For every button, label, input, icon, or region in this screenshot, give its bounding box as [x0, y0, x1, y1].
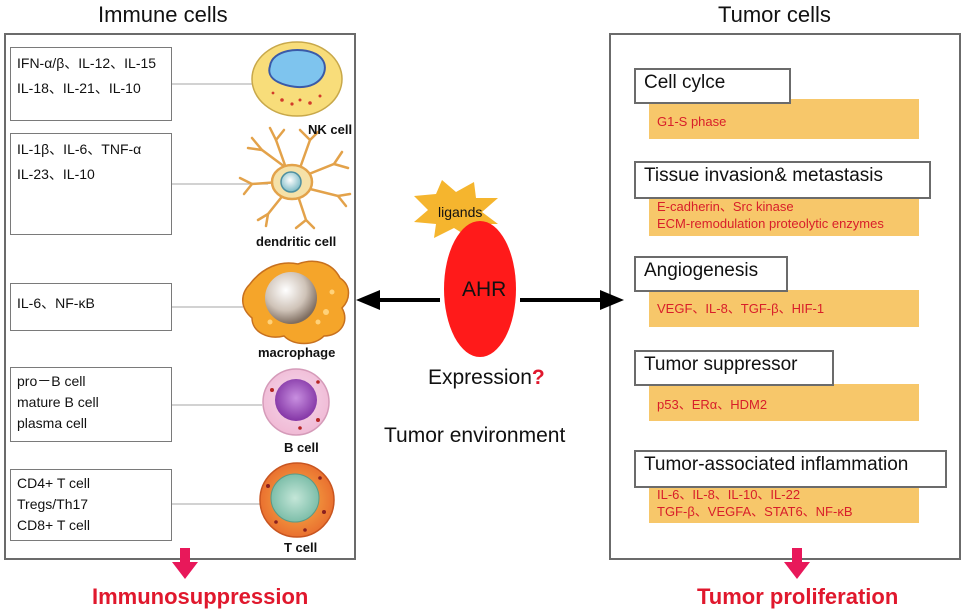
- t-cell-label: T cell: [284, 540, 318, 555]
- macrophage-factors: IL-6、NF-κB: [10, 283, 172, 331]
- angiogenesis-heading: Angiogenesis: [634, 256, 788, 292]
- ahr-label: AHR: [462, 278, 507, 301]
- down-arrow-tumor: [784, 548, 810, 579]
- immune-cells-title: Immune cells: [98, 2, 228, 27]
- arrow-to-immune: [356, 290, 440, 310]
- cell-cycle-heading: Cell cylce: [634, 68, 791, 104]
- dendritic-cell-icon: [238, 126, 352, 230]
- t-cell-icon: [259, 462, 335, 538]
- expression-label: Expression?: [428, 366, 545, 390]
- invasion-heading: Tissue invasion& metastasis: [634, 161, 931, 199]
- down-arrow-immune: [172, 548, 198, 579]
- expression-text: Expression: [428, 366, 532, 389]
- b-cell-icon: [262, 368, 330, 436]
- nk-cell-factors: IFN-α/β、IL-12、IL-15 IL-18、IL-21、IL-10: [10, 47, 172, 121]
- tumor-suppressor-heading: Tumor suppressor: [634, 350, 834, 386]
- immunosuppression-label: Immunosuppression: [92, 584, 309, 609]
- inflammation-details: IL-6、IL-8、IL-10、IL-22 TGF-β、VEGFA、STAT6、…: [649, 483, 919, 523]
- b-cell-factors: pro－B cell mature B cell plasma cell: [10, 367, 172, 442]
- invasion-details: E-cadherin、Src kinase ECM-remodulation p…: [649, 196, 919, 236]
- macrophage-icon: [242, 260, 350, 345]
- t-cell-factors: CD4+ T cell Tregs/Th17 CD8+ T cell: [10, 469, 172, 541]
- dendritic-cell-label: dendritic cell: [256, 234, 337, 249]
- b-cell-label: B cell: [284, 440, 319, 455]
- macrophage-label: macrophage: [258, 345, 336, 360]
- tumor-cells-title: Tumor cells: [718, 2, 831, 27]
- nk-cell-icon: [251, 41, 343, 117]
- dendritic-cell-factors: IL-1β、IL-6、TNF-α IL-23、IL-10: [10, 133, 172, 235]
- expression-question-mark: ?: [531, 366, 545, 389]
- ahr-ellipse: [444, 221, 516, 357]
- tumor-environment-label: Tumor environment: [384, 424, 566, 447]
- inflammation-heading: Tumor-associated inflammation: [634, 450, 947, 488]
- ligands-label: ligands: [438, 204, 483, 220]
- tumor-proliferation-label: Tumor proliferation: [697, 584, 899, 609]
- tumor-suppressor-details: p53、ERα、HDM2: [649, 384, 919, 421]
- arrow-to-tumor: [520, 290, 624, 310]
- cell-cycle-details: G1-S phase: [649, 99, 919, 139]
- angiogenesis-details: VEGF、IL-8、TGF-β、HIF-1: [649, 290, 919, 327]
- nk-cell-label: NK cell: [308, 122, 353, 137]
